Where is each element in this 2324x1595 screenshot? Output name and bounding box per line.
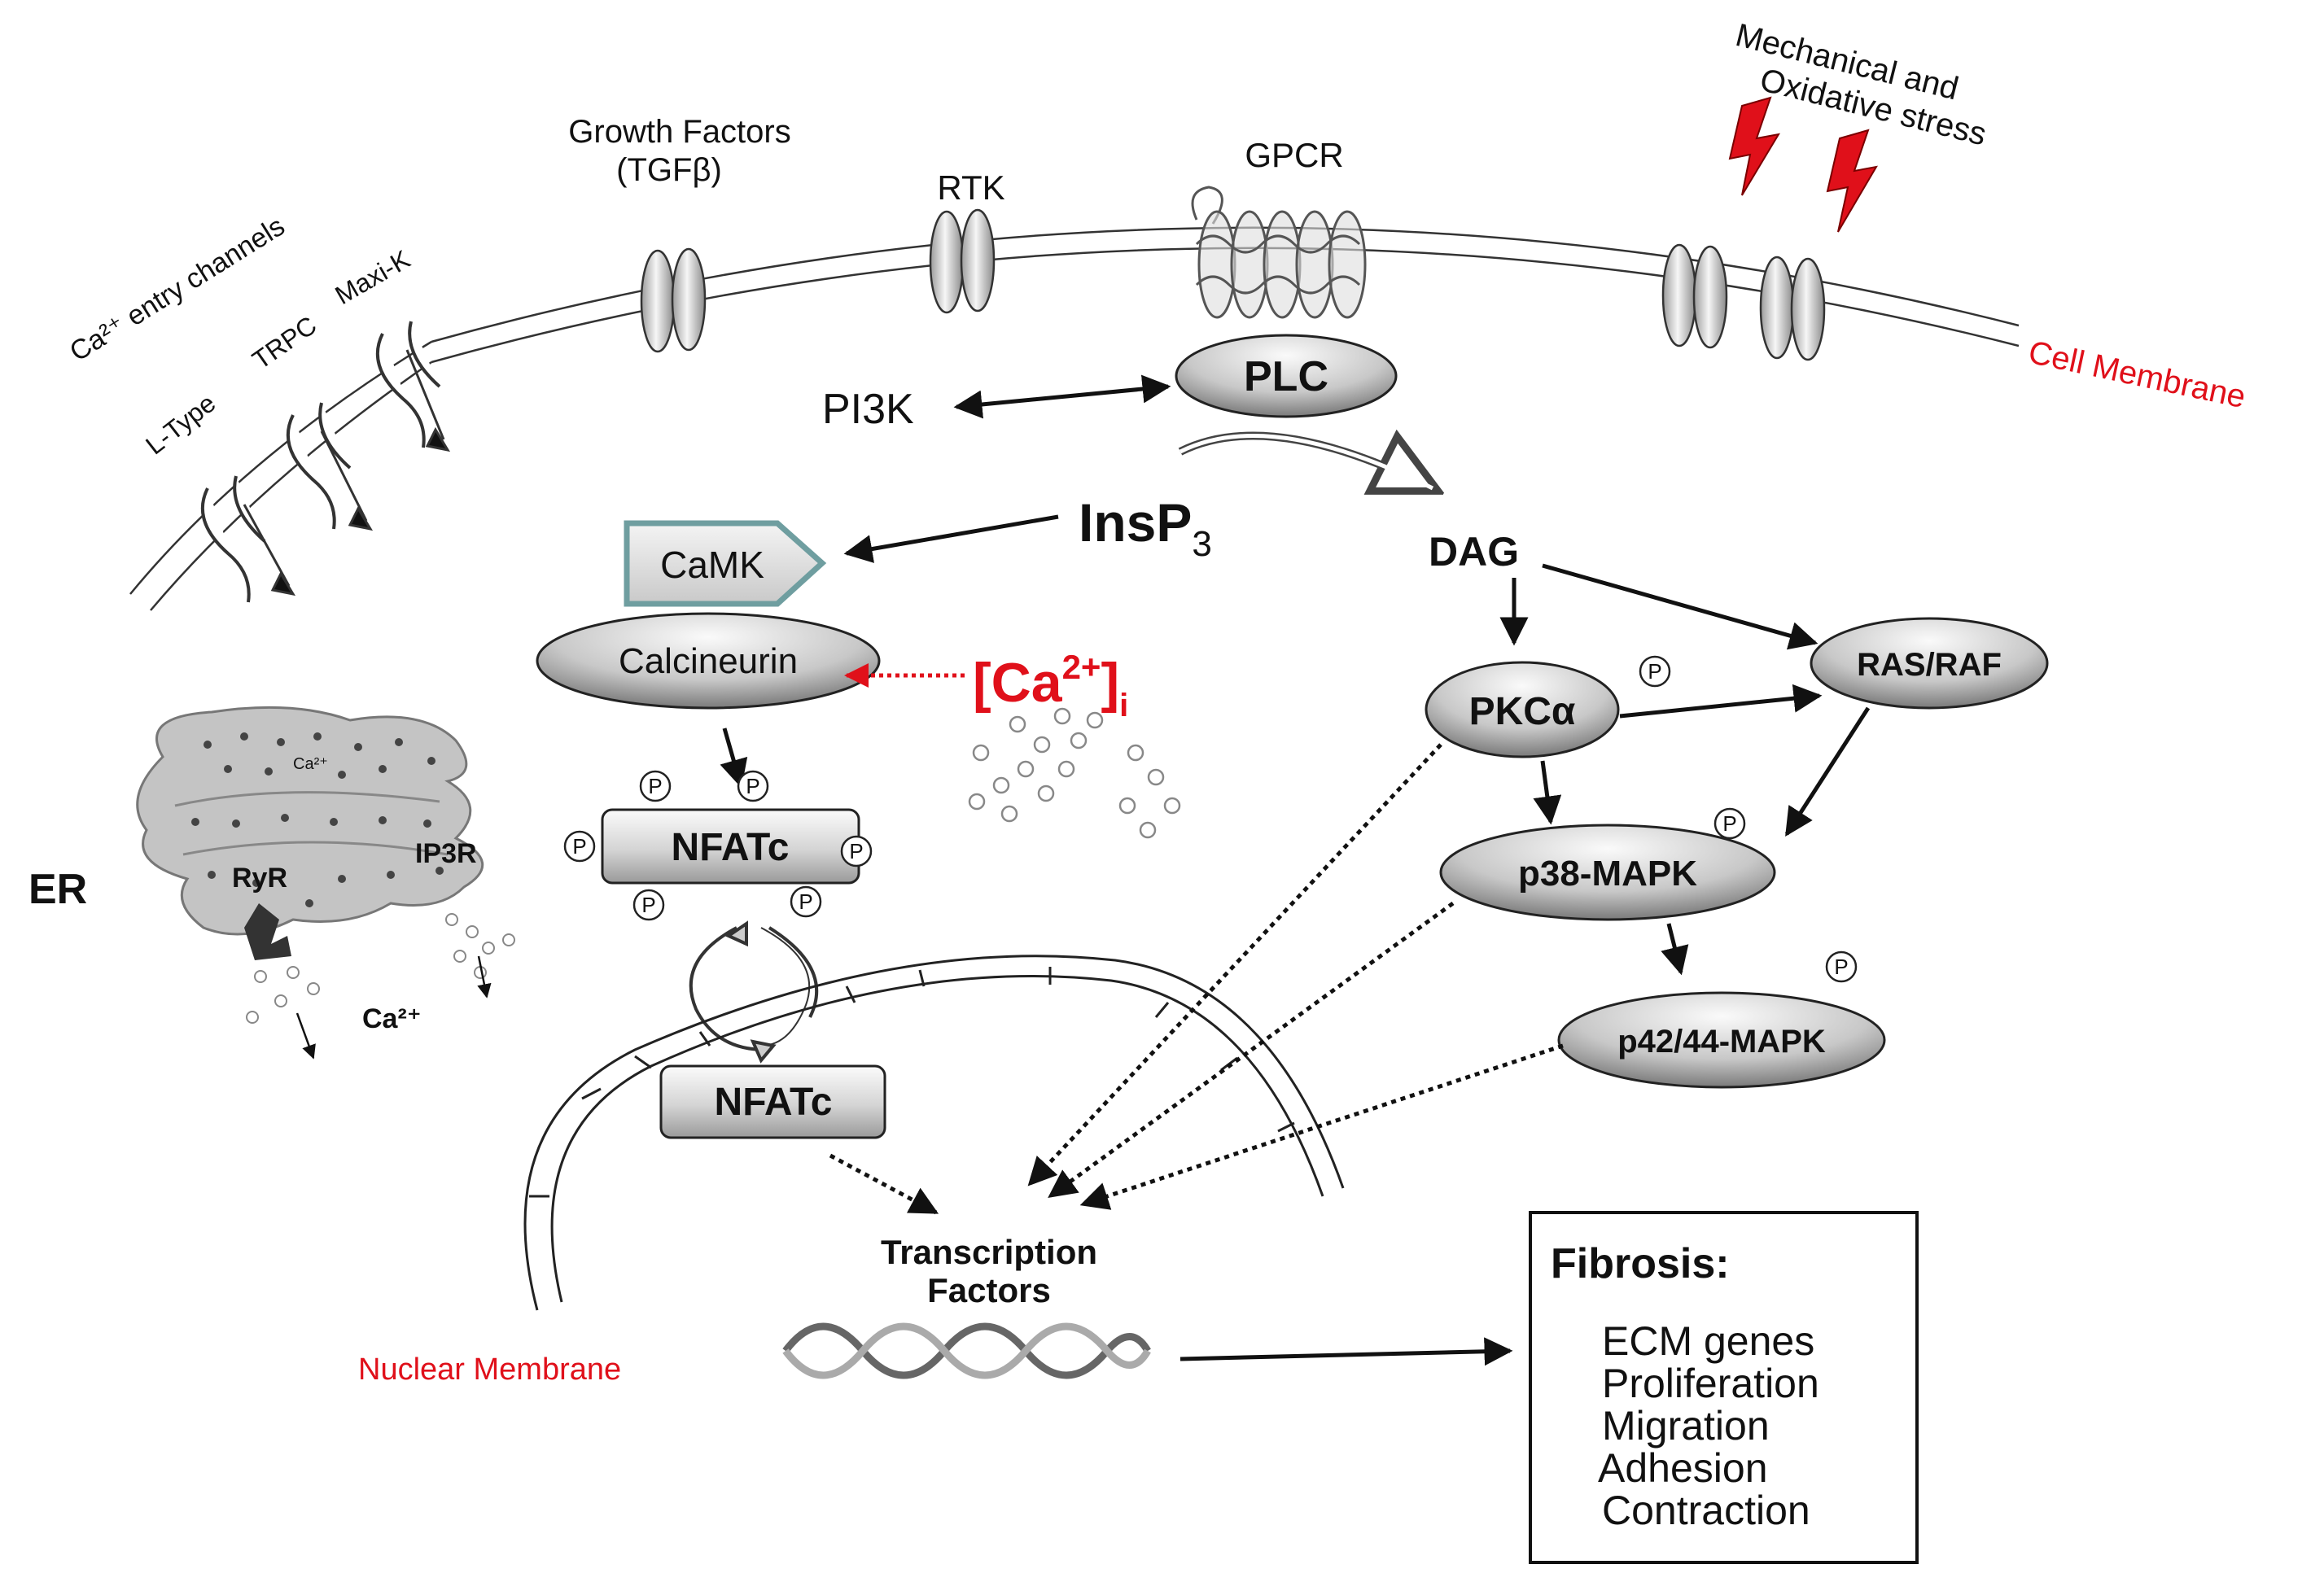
growth-factor-receptor-icon xyxy=(640,247,707,353)
svg-text:P: P xyxy=(799,889,812,914)
ca-entry-channels xyxy=(200,321,451,603)
svg-text:P: P xyxy=(1722,811,1736,836)
svg-text:P: P xyxy=(648,774,662,798)
svg-text:RAS/RAF: RAS/RAF xyxy=(1857,647,2002,683)
nfatc-shuttle-cycle-icon xyxy=(689,920,819,1064)
pkc-p38-arrow xyxy=(1533,760,1562,825)
insp3-camk-arrow xyxy=(843,514,1059,563)
er-ca-label: Ca²⁺ xyxy=(293,755,328,773)
l-type-channel-icon xyxy=(200,475,296,603)
er-organelle-icon xyxy=(136,706,484,960)
plc-node: PLC xyxy=(1175,334,1398,418)
fibrosis-title: Fibrosis: xyxy=(1551,1240,1730,1287)
fibrosis-item: Contraction xyxy=(1602,1488,1810,1533)
transcription-factors-label: Transcription Factors xyxy=(881,1233,1097,1309)
rtk-label: RTK xyxy=(937,168,1004,207)
phospho-badge: P xyxy=(639,770,672,802)
fibrosis-item: Proliferation xyxy=(1602,1361,1819,1406)
stress-channels-icon xyxy=(1661,243,1826,361)
svg-text:P: P xyxy=(1834,955,1848,979)
svg-text:PLC: PLC xyxy=(1244,353,1328,400)
dotted-arrows-to-tf xyxy=(829,743,1564,1215)
phospho-badge: P xyxy=(563,830,596,863)
rtk-receptor-icon xyxy=(929,208,996,314)
l-type-label: L-Type xyxy=(140,388,221,461)
phospho-badge: P xyxy=(632,889,665,921)
ip3r-label: IP3R xyxy=(415,838,477,869)
phospho-badge: P xyxy=(1825,950,1858,983)
gpcr-icon xyxy=(1191,186,1367,319)
phospho-badge: P xyxy=(737,770,769,802)
pi3k-plc-arrow xyxy=(953,374,1171,419)
svg-text:p38-MAPK: p38-MAPK xyxy=(1518,854,1697,894)
nfatc-cytoplasmic-node: NFATc xyxy=(601,808,860,885)
er-ca-release-ions xyxy=(246,913,515,1024)
svg-text:p42/44-MAPK: p42/44-MAPK xyxy=(1617,1024,1826,1060)
phospho-badge: P xyxy=(1639,655,1671,688)
camk-node: CaMK xyxy=(624,520,827,607)
ryr-release-arrow xyxy=(295,1012,316,1060)
p42-44-mapk-node: p42/44-MAPK xyxy=(1557,991,1886,1089)
fibrosis-box: Fibrosis: ECM genes Proliferation Migrat… xyxy=(1529,1211,1919,1564)
phospho-badge: P xyxy=(1713,807,1746,840)
p38-p42-arrow xyxy=(1661,923,1689,976)
fibrosis-item: ECM genes xyxy=(1602,1318,1814,1364)
ryr-label: RyR xyxy=(232,863,287,894)
nfatc-nuclear-node: NFATc xyxy=(659,1064,886,1139)
maxi-k-label: Maxi-K xyxy=(330,244,415,310)
lightning-bolt-icon xyxy=(1728,96,1878,233)
dag-rasraf-arrow xyxy=(1542,563,1818,650)
svg-text:CaMK: CaMK xyxy=(660,544,764,586)
svg-text:P: P xyxy=(572,834,586,859)
dna-helix-icon xyxy=(782,1322,1151,1379)
svg-text:[Ca2+]i: [Ca2+]i xyxy=(973,648,1128,723)
gpcr-label: GPCR xyxy=(1245,136,1343,174)
phospho-badge: P xyxy=(840,835,873,867)
ca-i-label: [Ca2+]i xyxy=(973,648,1128,723)
growth-factors-label: Growth Factors xyxy=(568,114,790,150)
nuclear-membrane xyxy=(523,955,1345,1311)
cell-membrane-label: Cell Membrane xyxy=(2025,334,2248,415)
pkc-rasraf-arrow xyxy=(1619,684,1823,719)
svg-text:Transcription: Transcription xyxy=(881,1233,1097,1271)
calcineurin-node: Calcineurin xyxy=(536,612,881,710)
insp3-node: InsP3 xyxy=(1079,492,1212,564)
trpc-label: TRPC xyxy=(247,310,322,374)
ras-raf-node: RAS/RAF xyxy=(1810,617,2049,710)
dna-fibrosis-arrow xyxy=(1180,1337,1513,1366)
phospho-badge: P xyxy=(790,885,822,918)
svg-text:P: P xyxy=(746,774,759,798)
ca-release-label: Ca²⁺ xyxy=(362,1003,422,1034)
svg-text:Factors: Factors xyxy=(927,1271,1051,1309)
svg-text:P: P xyxy=(849,839,863,863)
ip3r-release-arrow xyxy=(477,955,492,999)
maxi-k-channel-icon xyxy=(375,321,451,452)
pkca-node: PKCα xyxy=(1425,661,1620,758)
svg-text:Calcineurin: Calcineurin xyxy=(619,641,798,681)
svg-text:InsP3: InsP3 xyxy=(1079,492,1212,564)
fibrosis-item: Migration xyxy=(1602,1403,1770,1449)
calcineurin-nfatc-arrow xyxy=(720,728,748,789)
svg-text:P: P xyxy=(1648,659,1661,684)
er-label: ER xyxy=(28,866,87,913)
p38-mapk-node: p38-MAPK xyxy=(1439,824,1776,921)
nfatc-phospho-badges: P P P P P P xyxy=(563,770,873,921)
dag-label: DAG xyxy=(1429,529,1519,575)
calcium-ions xyxy=(968,707,1181,839)
fibrosis-item: Adhesion xyxy=(1598,1445,1768,1491)
nuclear-membrane-label: Nuclear Membrane xyxy=(358,1352,621,1387)
svg-text:NFATc: NFATc xyxy=(715,1081,833,1124)
trpc-channel-icon xyxy=(286,402,374,531)
pi3k-label: PI3K xyxy=(822,386,914,433)
svg-text:P: P xyxy=(641,893,655,917)
svg-text:PKCα: PKCα xyxy=(1469,690,1576,733)
svg-text:NFATc: NFATc xyxy=(672,826,790,869)
rasraf-p38-arrow xyxy=(1784,706,1871,837)
tgfb-label: (TGFβ) xyxy=(616,152,722,188)
